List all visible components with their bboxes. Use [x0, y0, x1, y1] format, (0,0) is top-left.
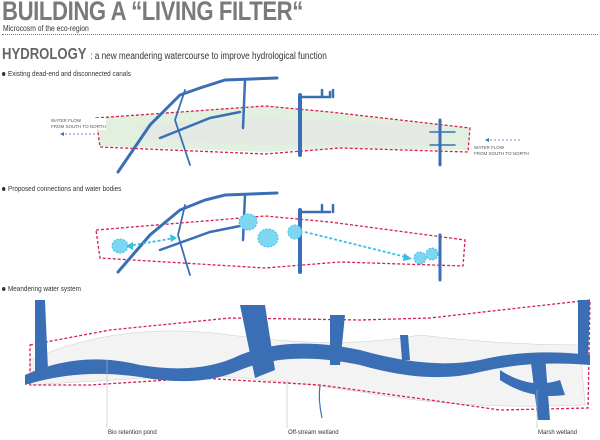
callout-marsh-wetland: Marsh wetland — [538, 430, 578, 436]
meandering-system-map — [25, 299, 591, 428]
panel-label-meandering: Meandering water system — [2, 284, 81, 293]
project-boundary — [95, 215, 466, 269]
section-title: HYDROLOGY — [2, 46, 87, 63]
section-description: : a new meandering watercourse to improv… — [90, 51, 327, 62]
project-boundary — [95, 105, 471, 155]
flow-label-line: FROM SOUTH TO NORTH — [474, 151, 529, 156]
callout-off-stream-wetland: Off-stream wetland — [288, 430, 339, 436]
section-heading: HYDROLOGY : a new meandering watercourse… — [2, 46, 327, 66]
proposed-connections-map — [95, 191, 466, 282]
flow-label-line: WATER FLOW — [51, 118, 81, 123]
flow-label-line: WATER FLOW — [474, 145, 504, 150]
callout-bio-retention-pond: Bio retention pond — [108, 430, 157, 436]
flow-label-right: WATER FLOW FROM SOUTH TO NORTH — [474, 145, 529, 157]
divider — [2, 34, 598, 35]
page-subtitle: Microcosm of the eco-region — [3, 24, 89, 33]
existing-canals-map — [60, 76, 520, 174]
flow-label-line: FROM SOUTH TO NORTH — [51, 124, 106, 129]
flow-label-left: WATER FLOW FROM SOUTH TO NORTH — [51, 118, 106, 130]
page-title: BUILDING A “LIVING FILTER“ — [2, 0, 303, 26]
panel-label-existing: Existing dead-end and disconnected canal… — [2, 69, 131, 78]
panel-label-proposed: Proposed connections and water bodies — [2, 184, 121, 193]
